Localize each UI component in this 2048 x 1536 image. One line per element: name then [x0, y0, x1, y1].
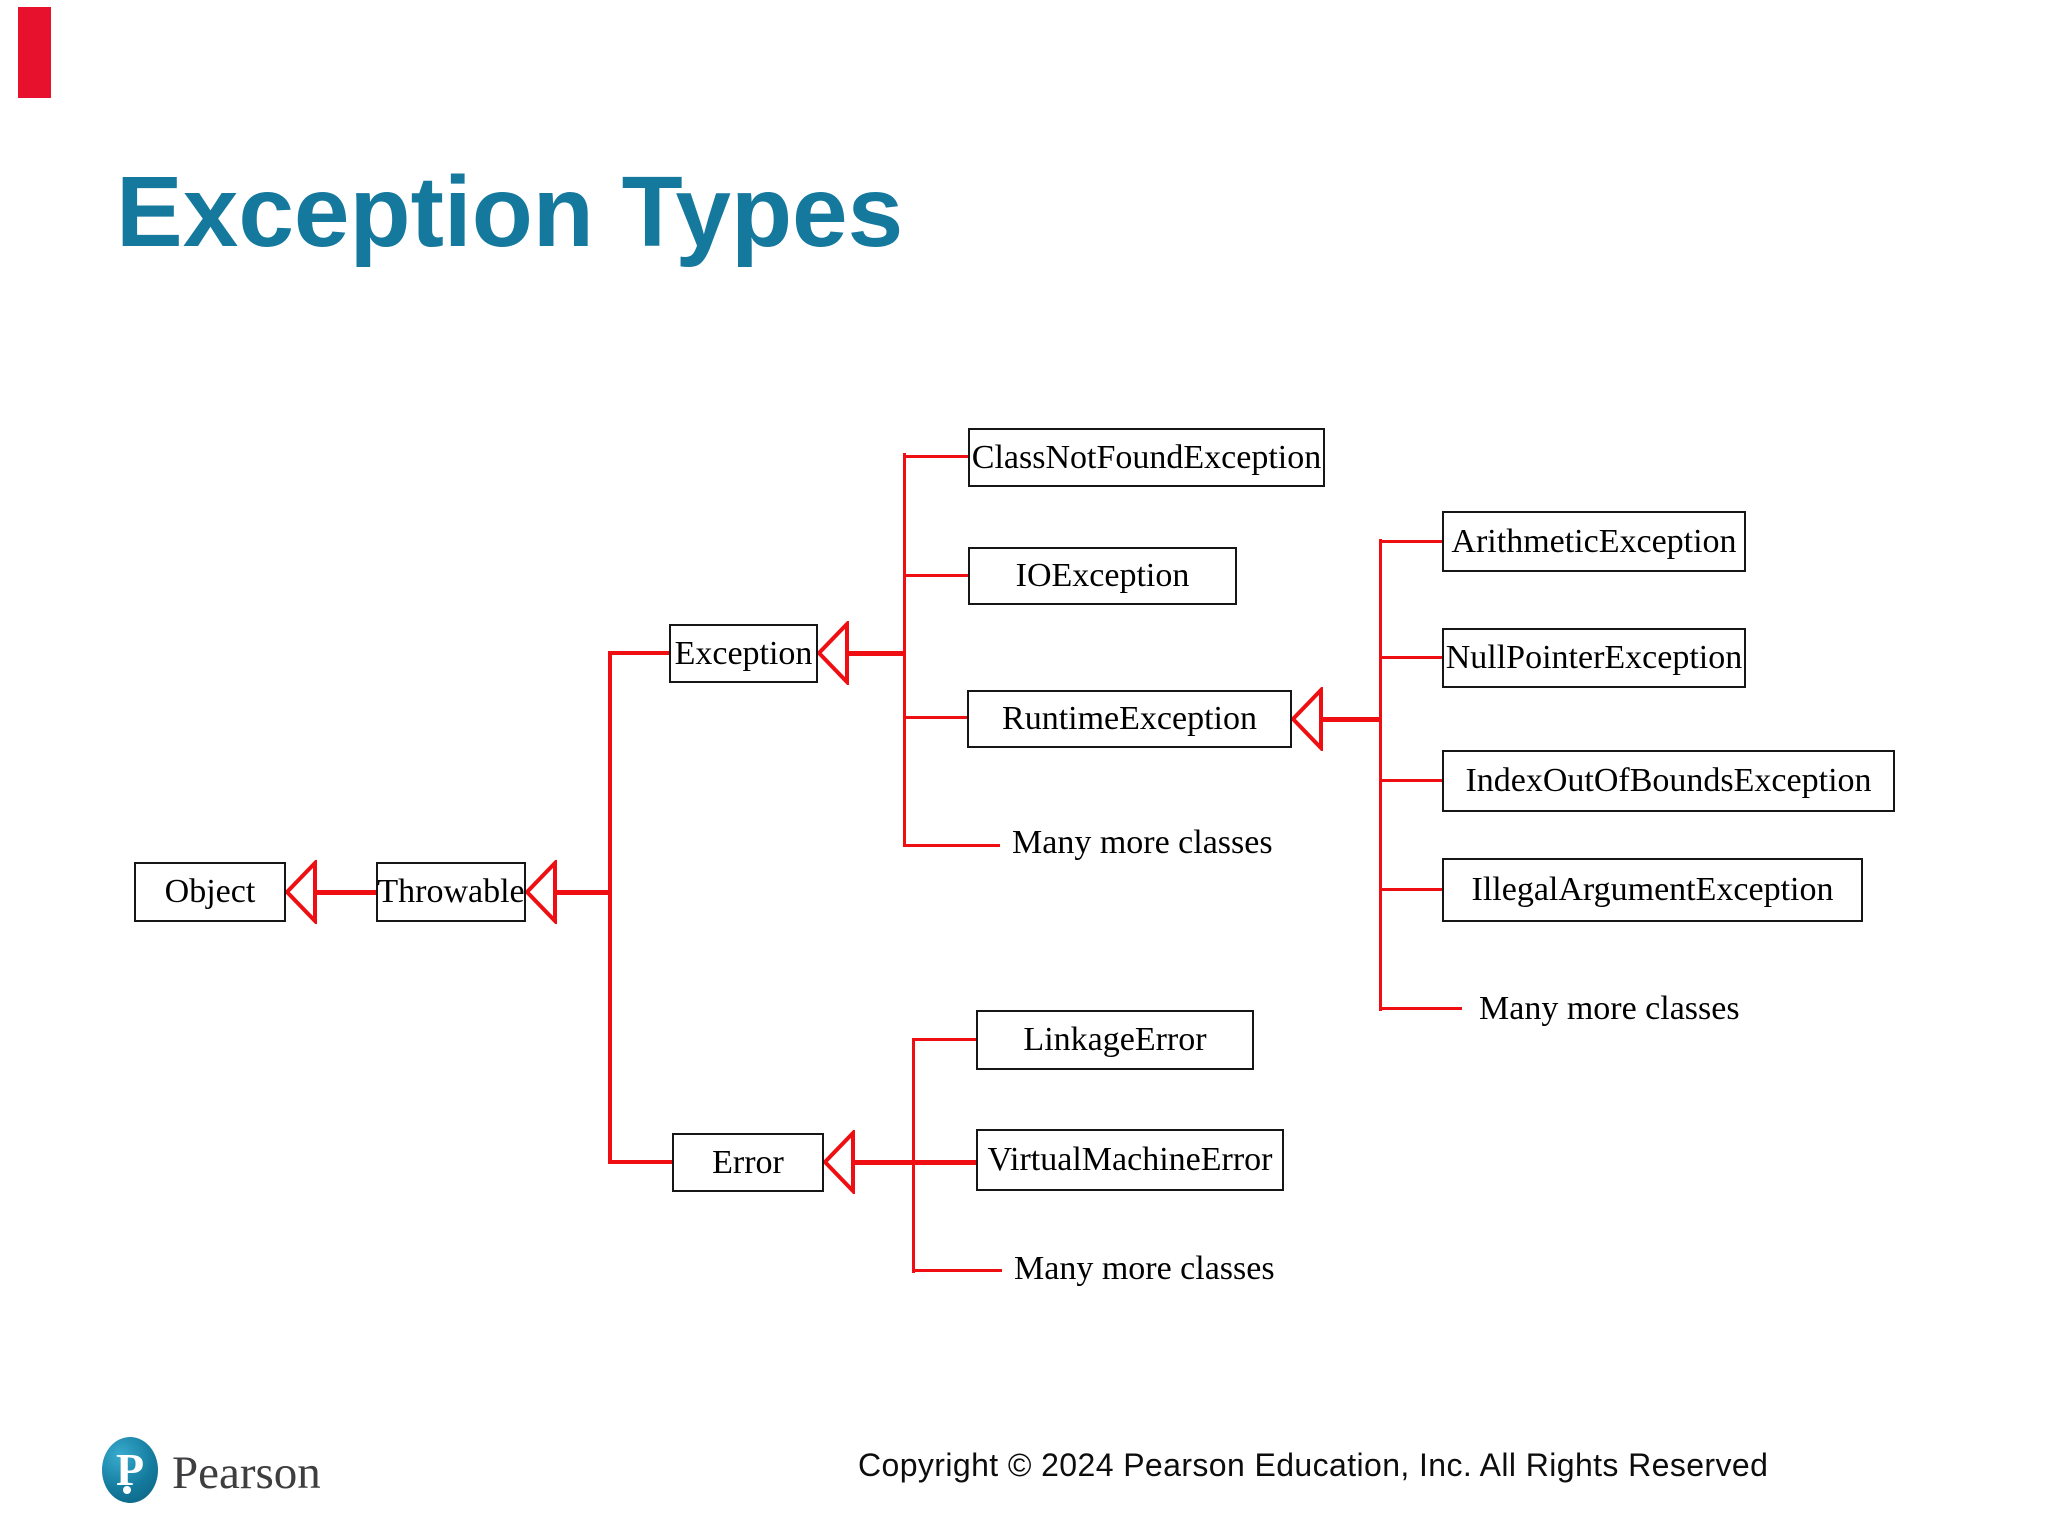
node-linkageerror: LinkageError — [976, 1010, 1254, 1070]
connector-line — [1379, 539, 1382, 1011]
inheritance-arrow-icon — [1290, 687, 1323, 751]
connector-line — [1379, 779, 1442, 782]
label-many-more-classes-runtime: Many more classes — [1479, 990, 1740, 1027]
connector-line — [1379, 1007, 1462, 1010]
copyright-text: Copyright © 2024 Pearson Education, Inc.… — [858, 1447, 1769, 1483]
red-accent-bar — [18, 7, 51, 98]
inheritance-arrow-icon — [284, 860, 317, 924]
node-virtualmachineerror: VirtualMachineError — [976, 1129, 1284, 1191]
connector-line — [1379, 540, 1442, 543]
label-many-more-classes-error: Many more classes — [1014, 1250, 1275, 1287]
connector-line — [846, 651, 906, 656]
node-arithmeticexception: ArithmeticException — [1442, 511, 1746, 572]
node-runtimeexception: RuntimeException — [967, 690, 1292, 748]
label-many-more-classes-exception: Many more classes — [1012, 824, 1273, 861]
connector-line — [903, 574, 968, 577]
pearson-logo-letter: P — [115, 1443, 145, 1495]
pearson-logo-dot — [123, 1486, 131, 1494]
node-object: Object — [134, 862, 286, 922]
node-indexoutofboundsexception: IndexOutOfBoundsException — [1442, 750, 1895, 812]
node-exception: Exception — [669, 624, 818, 683]
node-ioexception: IOException — [968, 547, 1237, 605]
connector-line — [912, 1038, 976, 1041]
connector-line — [608, 652, 612, 1164]
node-nullpointerexception: NullPointerException — [1442, 628, 1746, 688]
pearson-logo-wordmark: Pearson — [172, 1447, 321, 1499]
connector-line — [1320, 717, 1380, 722]
connector-line — [903, 455, 968, 458]
connector-line — [903, 716, 967, 719]
connector-line — [903, 453, 906, 847]
page-title: Exception Types — [116, 156, 904, 268]
connector-line — [554, 890, 611, 895]
inheritance-arrow-icon — [822, 1130, 855, 1194]
connector-line — [608, 651, 669, 655]
connector-line — [912, 1269, 1002, 1272]
connector-line — [903, 844, 1000, 847]
connector-line — [912, 1038, 915, 1273]
inheritance-arrow-icon — [816, 621, 849, 685]
connector-line — [1379, 656, 1442, 659]
inheritance-arrow-icon — [524, 860, 557, 924]
node-illegalargumentexception: IllegalArgumentException — [1442, 858, 1863, 922]
pearson-logo-icon: P — [102, 1437, 158, 1503]
node-throwable: Throwable — [376, 862, 526, 922]
connector-line — [608, 1160, 672, 1164]
node-error: Error — [672, 1133, 824, 1192]
node-classnotfoundexception: ClassNotFoundException — [968, 428, 1325, 487]
connector-line — [1379, 888, 1442, 891]
connector-line — [314, 890, 376, 895]
